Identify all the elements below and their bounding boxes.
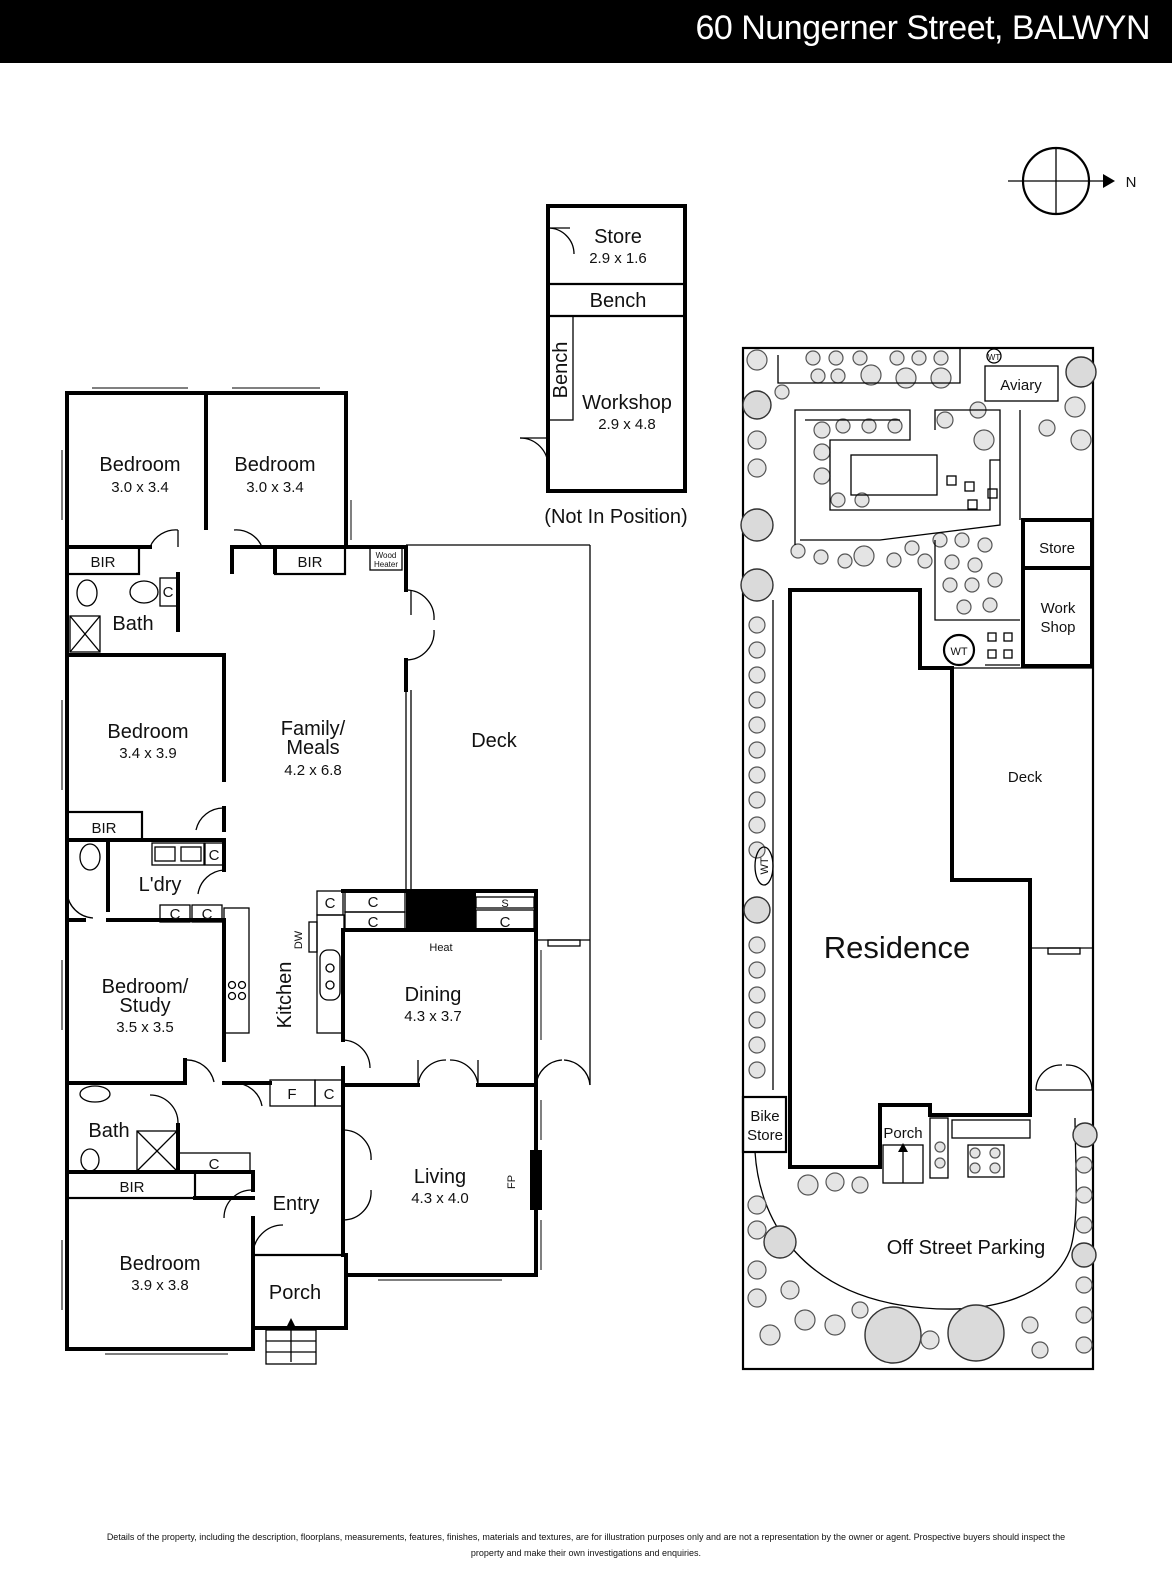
laundry-label: L'dry bbox=[139, 874, 182, 896]
site-deck-label: Deck bbox=[1008, 769, 1043, 786]
workshop-label: Workshop bbox=[582, 392, 672, 414]
disclaimer-line-2: property and make their own investigatio… bbox=[470, 1548, 702, 1558]
bedroom4-label: Bedroom bbox=[119, 1253, 200, 1275]
water-tank-label: WT bbox=[988, 353, 1001, 362]
disclaimer: Details of the property, including the d… bbox=[40, 1529, 1132, 1561]
cupboard-label: C bbox=[500, 914, 511, 931]
property-address: 60 Nungerner Street, BALWYN bbox=[695, 9, 1150, 47]
cupboard-label: C bbox=[209, 847, 220, 864]
living-label: Living bbox=[414, 1166, 466, 1188]
bir-label: BIR bbox=[91, 820, 116, 837]
bath1-label: Bath bbox=[112, 613, 153, 635]
bedroom2-label: Bedroom bbox=[234, 454, 315, 476]
deck-label: Deck bbox=[471, 730, 518, 752]
family-label-1: Family/ bbox=[281, 718, 346, 740]
study-dims: 3.5 x 3.5 bbox=[116, 1019, 174, 1036]
bir-label: BIR bbox=[90, 554, 115, 571]
bedroom3-label: Bedroom bbox=[107, 721, 188, 743]
living-dims: 4.3 x 4.0 bbox=[411, 1190, 469, 1207]
dishwasher-label: DW bbox=[293, 930, 305, 949]
bedroom4-dims: 3.9 x 3.8 bbox=[131, 1277, 189, 1294]
bike-store-label-2: Store bbox=[747, 1127, 783, 1144]
study-label-1: Bedroom/ bbox=[102, 976, 189, 998]
bedroom2-dims: 3.0 x 3.4 bbox=[246, 479, 304, 496]
dining-dims: 4.3 x 3.7 bbox=[404, 1008, 462, 1025]
water-tank-label: WT bbox=[759, 857, 771, 874]
disclaimer-line-1: Details of the property, including the d… bbox=[106, 1532, 1066, 1542]
bedroom1-label: Bedroom bbox=[99, 454, 180, 476]
cupboard-label: C bbox=[368, 914, 379, 931]
cupboard-label: C bbox=[202, 906, 213, 923]
bedroom3-dims: 3.4 x 3.9 bbox=[119, 745, 177, 762]
kitchen-label: Kitchen bbox=[274, 962, 296, 1029]
cupboard-label: C bbox=[368, 894, 379, 911]
outbuilding: Store 2.9 x 1.6 Bench Bench Workshop 2.9… bbox=[519, 204, 688, 528]
compass: N bbox=[1008, 146, 1137, 216]
floorplan: BIR BIR Wood Heater C Bath BIR C L'dry bbox=[61, 387, 591, 1365]
cupboard-label: C bbox=[163, 584, 174, 601]
cupboard-label: C bbox=[324, 1086, 335, 1103]
front-garden-trees bbox=[747, 1122, 1098, 1364]
site-workshop-label-2: Shop bbox=[1040, 619, 1075, 636]
outbuilding-bench-label: Bench bbox=[590, 290, 647, 312]
bike-store-label-1: Bike bbox=[750, 1108, 779, 1125]
site-store-label: Store bbox=[1039, 540, 1075, 557]
workshop-dims: 2.9 x 4.8 bbox=[598, 416, 656, 433]
site-plan: Aviary WT Store Work Shop WT WT bbox=[740, 346, 1098, 1371]
outbuilding-store-dims: 2.9 x 1.6 bbox=[589, 250, 647, 267]
cupboard-label: C bbox=[325, 895, 336, 912]
bir-label: BIR bbox=[297, 554, 322, 571]
cupboard-label: C bbox=[170, 906, 181, 923]
fridge-label: F bbox=[287, 1086, 296, 1103]
header-bar: 60 Nungerner Street, BALWYN bbox=[0, 0, 1172, 63]
family-dims: 4.2 x 6.8 bbox=[284, 762, 342, 779]
porch-label: Porch bbox=[269, 1282, 321, 1304]
outbuilding-side-bench-label: Bench bbox=[550, 342, 572, 399]
wood-heater-label-2: Heater bbox=[374, 560, 398, 569]
parking-label: Off Street Parking bbox=[887, 1237, 1046, 1259]
side-shrubs bbox=[743, 616, 771, 1079]
bir-label: BIR bbox=[119, 1179, 144, 1196]
site-workshop-label-1: Work bbox=[1041, 600, 1076, 617]
wood-heater-label-1: Wood bbox=[376, 551, 397, 560]
residence-label: Residence bbox=[824, 930, 970, 965]
heat-label: Heat bbox=[429, 942, 452, 954]
water-tank-label: WT bbox=[950, 646, 967, 658]
dining-label: Dining bbox=[405, 984, 462, 1006]
outbuilding-store-label: Store bbox=[594, 226, 642, 248]
not-in-position-note: (Not In Position) bbox=[544, 506, 687, 528]
north-label: N bbox=[1126, 174, 1137, 191]
aviary-label: Aviary bbox=[1000, 377, 1042, 394]
garden-shrubs bbox=[740, 349, 1097, 615]
family-label-2: Meals bbox=[286, 737, 339, 759]
bedroom1-dims: 3.0 x 3.4 bbox=[111, 479, 169, 496]
entry-label: Entry bbox=[273, 1193, 320, 1215]
cupboard-label: C bbox=[209, 1156, 220, 1173]
site-porch-label: Porch bbox=[883, 1125, 922, 1142]
shelf-label: S bbox=[501, 898, 508, 910]
study-label-2: Study bbox=[119, 995, 170, 1017]
bath2-label: Bath bbox=[88, 1120, 129, 1142]
fireplace-label: FP bbox=[506, 1175, 518, 1189]
